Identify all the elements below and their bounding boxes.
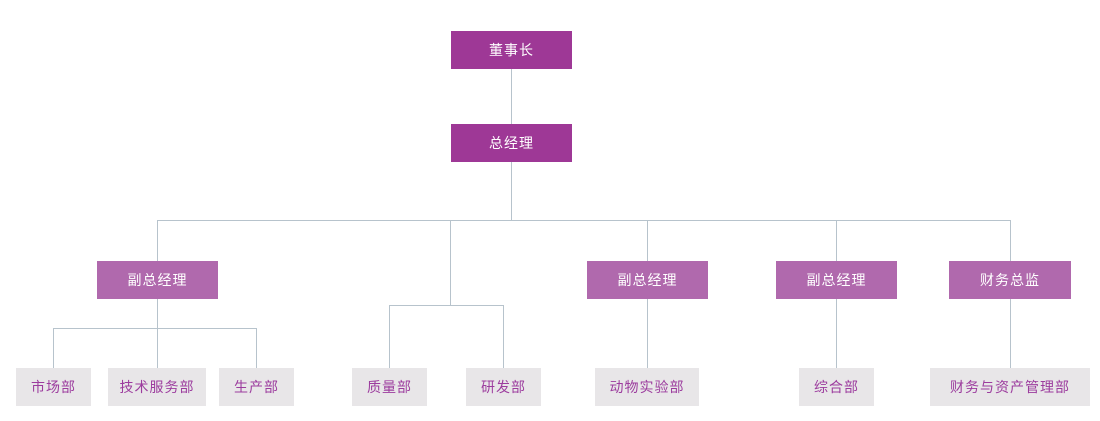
connector-line (450, 220, 451, 305)
connector-line (53, 328, 257, 329)
connector-line (836, 220, 837, 261)
connector-line (389, 305, 503, 306)
node-animal-lab-dept: 动物实验部 (595, 368, 699, 406)
connector-line (503, 305, 504, 368)
connector-line (1010, 220, 1011, 261)
connector-line (511, 162, 512, 220)
connector-line (157, 220, 158, 261)
node-rnd-dept: 研发部 (466, 368, 541, 406)
connector-line (53, 328, 54, 368)
connector-line (836, 299, 837, 368)
node-market-dept: 市场部 (16, 368, 91, 406)
connector-line (1010, 299, 1011, 368)
connector-line (511, 69, 512, 124)
node-deputy-gm-1: 副总经理 (97, 261, 218, 299)
connector-line (647, 220, 648, 261)
connector-line (389, 305, 390, 368)
node-tech-service-dept: 技术服务部 (108, 368, 206, 406)
node-deputy-gm-3: 副总经理 (776, 261, 897, 299)
connector-line (157, 299, 158, 368)
node-finance-director: 财务总监 (949, 261, 1071, 299)
connector-line (647, 299, 648, 368)
connector-line (256, 328, 257, 368)
node-production-dept: 生产部 (219, 368, 294, 406)
node-general-manager: 总经理 (451, 124, 572, 162)
node-quality-dept: 质量部 (352, 368, 427, 406)
node-general-affairs-dept: 综合部 (799, 368, 874, 406)
node-finance-asset-dept: 财务与资产管理部 (930, 368, 1090, 406)
node-chairman: 董事长 (451, 31, 572, 69)
node-deputy-gm-2: 副总经理 (587, 261, 708, 299)
connector-line (157, 220, 1011, 221)
